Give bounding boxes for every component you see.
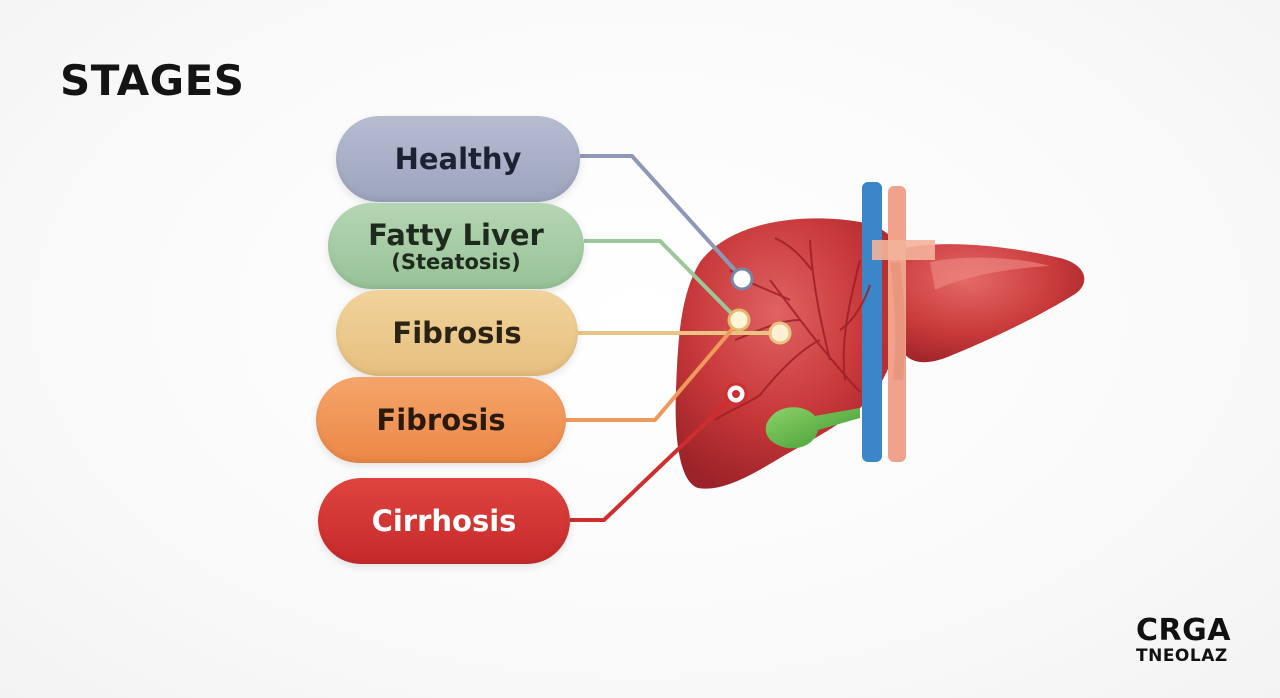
marker-healthy — [730, 267, 754, 291]
stage-label: Fibrosis — [392, 316, 522, 350]
marker-fibrosis — [768, 321, 792, 345]
stage-healthy: Healthy — [336, 116, 580, 202]
stage-fatty-liver: Fatty Liver (Steatosis) — [328, 203, 584, 289]
liver-left-lobe — [675, 218, 903, 489]
connector-cirrhosis — [570, 392, 738, 522]
stage-label: Fibrosis — [376, 403, 506, 437]
connectors — [566, 154, 780, 522]
brand-line-2: TNEOLAZ — [1136, 646, 1228, 666]
brand-line-1: CRGA — [1136, 613, 1231, 648]
stage-label: Fatty Liver — [368, 218, 544, 252]
stage-fibrosis-2: Fibrosis — [316, 377, 566, 463]
stage-cirrhosis: Cirrhosis — [318, 478, 570, 564]
stage-sublabel: (Steatosis) — [391, 250, 521, 274]
gallbladder — [765, 407, 860, 449]
stage-label: Cirrhosis — [371, 504, 517, 538]
stage-fibrosis-1: Fibrosis — [336, 290, 578, 376]
stage-label: Healthy — [394, 142, 522, 176]
page-title: STAGES — [60, 56, 245, 105]
connector-fibrosis-2 — [566, 318, 742, 422]
connector-fatty — [584, 239, 740, 322]
marker-fatty — [727, 308, 751, 332]
connector-healthy — [580, 154, 744, 280]
brand-logo: CRGA TNEOLAZ — [1136, 613, 1231, 667]
vessel-blue — [862, 182, 882, 462]
